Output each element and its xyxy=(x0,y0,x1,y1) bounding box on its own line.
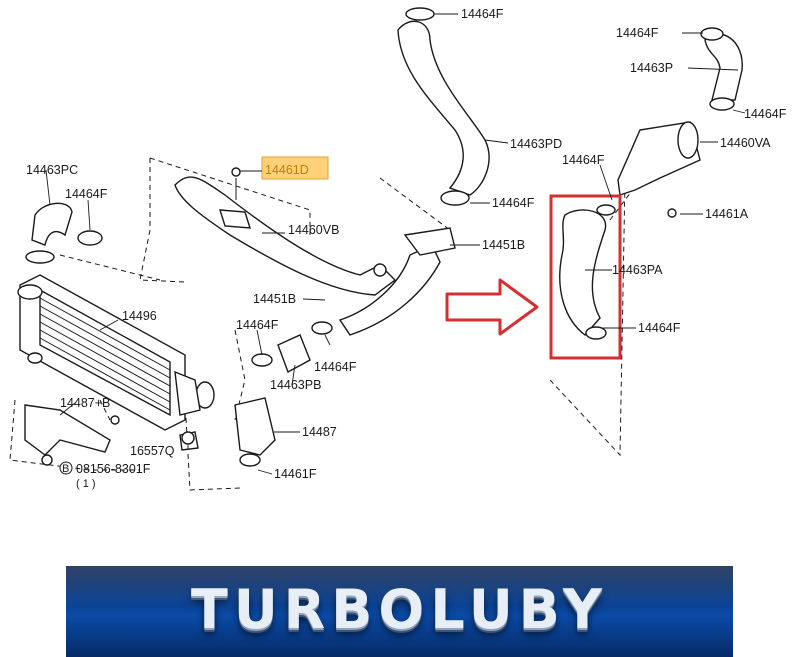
highlight-box-14463pa xyxy=(549,194,622,360)
label-14461a: 14461A xyxy=(705,207,749,221)
label-14463p: 14463P xyxy=(630,61,673,75)
label-14451b-right: 14451B xyxy=(482,238,525,252)
label-14463pa: 14463PA xyxy=(612,263,663,277)
hose-14463pa xyxy=(559,204,616,340)
label-14464f-left: 14464F xyxy=(65,187,108,201)
label-14496: 14496 xyxy=(122,309,157,323)
label-14464f-top: 14464F xyxy=(461,7,504,21)
hose-14463pc xyxy=(25,202,103,264)
label-08156-8301f: 08156-8301F xyxy=(76,462,151,476)
bolt-symbol-b xyxy=(59,461,73,475)
label-16557q: 16557Q xyxy=(130,444,175,458)
pipe-14460va xyxy=(617,121,701,218)
label-14463pd: 14463PD xyxy=(510,137,562,151)
highlight-label-bg xyxy=(261,156,329,180)
label-14463pc: 14463PC xyxy=(26,163,78,177)
label-14464f-mid: 14464F xyxy=(562,153,605,167)
bracket-14487b xyxy=(24,404,199,466)
label-08156-qty: ( 1 ) xyxy=(76,478,96,490)
label-14464f-right: 14464F xyxy=(744,107,787,121)
label-14460vb: 14460VB xyxy=(288,223,339,237)
label-14464f-center: 14464F xyxy=(236,318,279,332)
red-arrow xyxy=(445,278,539,336)
pipe-14460vb xyxy=(174,167,397,296)
label-14464f-pa: 14464F xyxy=(638,321,681,335)
bracket-14487 xyxy=(181,397,276,467)
part-labels: 14464F 14464F 14463P 14464F 14460VA 1446… xyxy=(26,7,787,490)
label-14451b-left: 14451B xyxy=(253,292,296,306)
brand-logo-text: TURBOLUBY xyxy=(191,578,608,641)
label-14461d-highlighted: 14461D xyxy=(265,163,309,177)
intercooler-14496 xyxy=(17,274,215,431)
label-14460va: 14460VA xyxy=(720,136,771,150)
label-14461f: 14461F xyxy=(274,467,317,481)
label-14464f-top-right: 14464F xyxy=(616,26,659,40)
brand-banner: TURBOLUBY xyxy=(66,566,733,657)
leader-lines xyxy=(45,13,746,475)
label-14464f-right-mid: 14464F xyxy=(492,196,535,210)
label-14463pb: 14463PB xyxy=(270,378,321,392)
hose-14463pb xyxy=(251,321,333,374)
hose-lower-middle xyxy=(338,227,456,336)
hose-14463pd xyxy=(397,7,490,206)
dashed-outlines xyxy=(9,157,641,491)
label-14487b: 14487+B xyxy=(60,396,110,410)
label-b: B xyxy=(62,463,69,475)
label-14464f-center-2: 14464F xyxy=(314,360,357,374)
hose-14463p xyxy=(700,27,743,111)
label-14487: 14487 xyxy=(302,425,337,439)
